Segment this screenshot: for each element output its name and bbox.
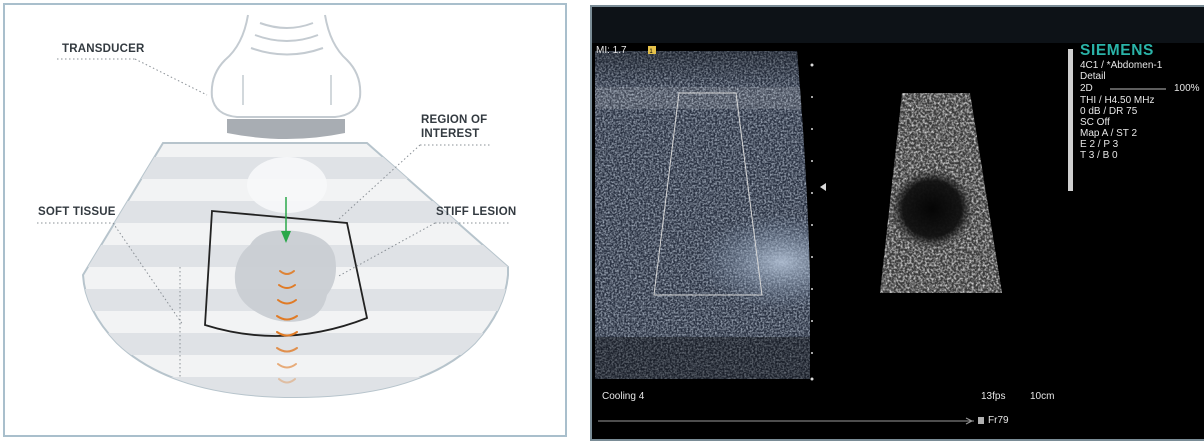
setting-db: 0 dB / DR 75: [1080, 106, 1137, 117]
top-bar: [592, 7, 1204, 43]
transducer: [212, 15, 360, 139]
depth-readout: 10cm: [1030, 391, 1054, 402]
transducer-label: TRANSDUCER: [62, 43, 145, 56]
setting-thi: THI / H4.50 MHz: [1080, 95, 1154, 106]
region-of-interest-label-line1: REGION OF: [421, 114, 487, 127]
setting-probe: 4C1 / *Abdomen-1: [1080, 60, 1162, 71]
setting-e: E 2 / P 3: [1080, 139, 1118, 150]
setting-detail: Detail: [1080, 71, 1106, 82]
ultrasound-screen-panel: 1 MI: 1.7 SIEMENS 4C1 / *Abdomen-1 Detai…: [590, 5, 1204, 441]
transducer-face: [227, 119, 345, 139]
stiff-lesion-dark-region: [890, 169, 974, 249]
frame-marker-icon: [978, 417, 984, 424]
status-cooling: Cooling 4: [602, 391, 644, 402]
frame-rate: 13fps: [981, 391, 1005, 402]
setting-sc: SC Off: [1080, 117, 1110, 128]
frame-number: Fr79: [988, 415, 1009, 426]
setting-t: T 3 / B 0: [1080, 150, 1118, 161]
grayscale-bar: [1068, 49, 1073, 191]
gain-value: 100%: [1174, 83, 1200, 94]
mi-readout: MI: 1.7: [596, 45, 627, 56]
brand-logo: SIEMENS: [1080, 42, 1154, 60]
elastography-image: [877, 93, 1007, 297]
depth-scale: [811, 64, 827, 381]
setting-map: Map A / ST 2: [1080, 128, 1137, 139]
b-mode-image: [595, 51, 867, 381]
ultrasound-canvas: 1: [592, 7, 1204, 441]
elastography-diagram-panel: TRANSDUCER REGION OF INTEREST SOFT TISSU…: [3, 3, 567, 437]
stiff-lesion-label: STIFF LESION: [436, 206, 516, 219]
region-of-interest-label-line2: INTEREST: [421, 128, 479, 141]
diagram-canvas: [5, 5, 565, 435]
cine-timeline: [598, 417, 984, 424]
gain-label: 2D: [1080, 83, 1093, 94]
soft-tissue-label: SOFT TISSUE: [38, 206, 116, 219]
